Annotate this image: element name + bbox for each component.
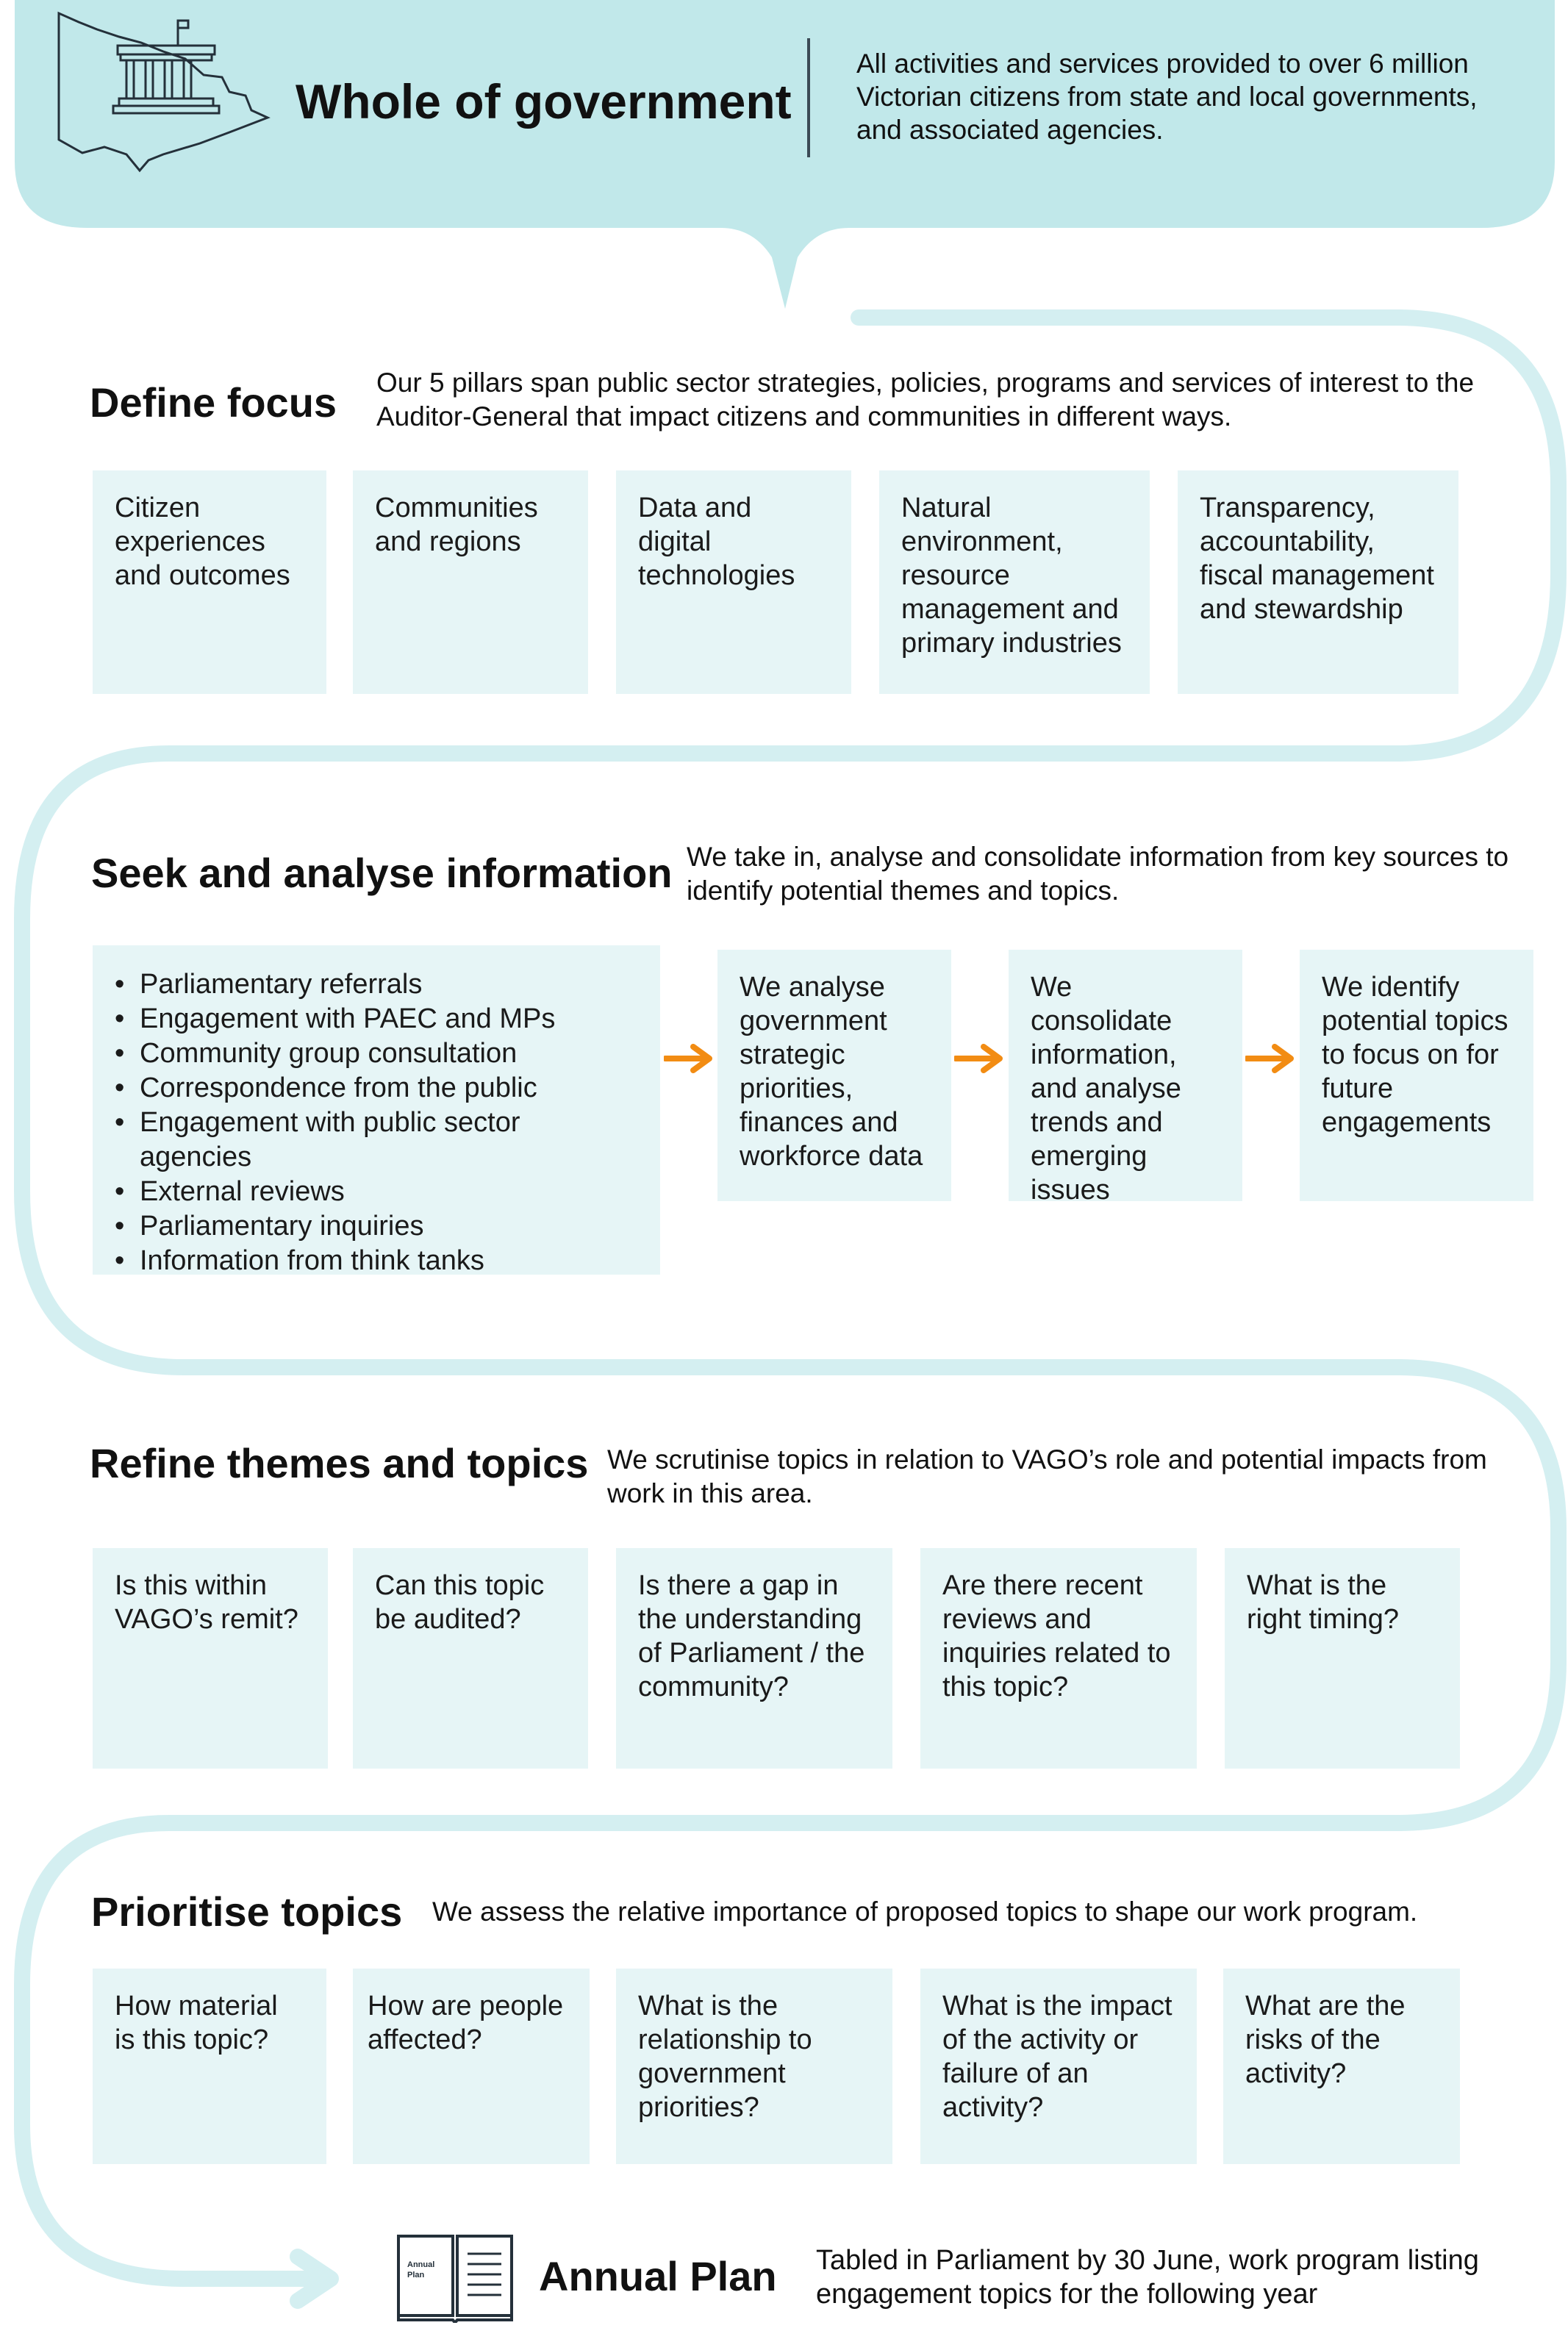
define-focus-title: Define focus [90, 379, 337, 426]
pillar-box: Data and digital technologies [616, 470, 851, 694]
sources-box: Parliamentary referrals Engagement with … [93, 945, 660, 1278]
refine-title: Refine themes and topics [90, 1440, 589, 1486]
prioritise-question-box: How material is this topic? [93, 1969, 326, 2164]
arrow-right-icon [1245, 1044, 1294, 1073]
annual-plan-description: Tabled in Parliament by 30 June, work pr… [816, 2245, 1479, 2310]
pillar-box: Natural environment, resource management… [879, 470, 1150, 694]
annual-plan-title: Annual Plan [539, 2253, 777, 2299]
source-item: Information from think tanks [115, 1244, 638, 1278]
refine-question-box: What is the right timing? [1225, 1548, 1460, 1769]
define-focus-description: Our 5 pillars span public sector strateg… [376, 368, 1475, 431]
source-item: Engagement with PAEC and MPs [115, 1002, 638, 1036]
header-divider [807, 38, 810, 157]
source-item: Engagement with public sector agencies [115, 1106, 638, 1175]
refine-question-box: Are there recent reviews and inquiries r… [920, 1548, 1197, 1769]
prioritise-title: Prioritise topics [91, 1888, 403, 1935]
pillar-box: Transparency, accountability, fiscal man… [1178, 470, 1458, 694]
refine-description: We scrutinise topics in relation to VAGO… [607, 1444, 1487, 1508]
header-title: Whole of government [296, 74, 792, 129]
analyse-step-box: We analyse government strategic prioriti… [717, 950, 951, 1201]
prioritise-question-box: How are people affected? [353, 1969, 590, 2164]
source-item: Community group consultation [115, 1036, 638, 1071]
source-item: External reviews [115, 1175, 638, 1209]
source-item: Correspondence from the public [115, 1071, 638, 1106]
refine-question-box: Is this within VAGO’s remit? [93, 1548, 328, 1769]
consolidate-step-box: We consolidate information, and analyse … [1009, 950, 1242, 1206]
prioritise-question-box: What are the risks of the activity? [1223, 1969, 1460, 2164]
arrow-right-icon [664, 1044, 712, 1073]
header-description: All activities and services provided to … [856, 49, 1478, 145]
prioritise-question-box: What is the relationship to government p… [616, 1969, 892, 2164]
victoria-parliament-icon [57, 11, 271, 173]
pillar-box: Citizen experiences and outcomes [93, 470, 326, 694]
book-label-line1: Annual [407, 2260, 434, 2269]
prioritise-question-box: What is the impact of the activity or fa… [920, 1969, 1197, 2164]
prioritise-description: We assess the relative importance of pro… [432, 1897, 1418, 1927]
seek-description: We take in, analyse and consolidate info… [687, 842, 1509, 906]
seek-title: Seek and analyse information [91, 850, 673, 896]
refine-question-box: Can this topic be audited? [353, 1548, 588, 1769]
source-item: Parliamentary referrals [115, 967, 638, 1002]
source-item: Parliamentary inquiries [115, 1209, 638, 1244]
refine-question-box: Is there a gap in the understanding of P… [616, 1548, 892, 1769]
identify-step-box: We identify potential topics to focus on… [1300, 950, 1533, 1201]
book-icon: Annual Plan [397, 2235, 513, 2323]
header-banner [15, 0, 1555, 309]
arrow-right-icon [954, 1044, 1003, 1073]
book-label-line2: Plan [407, 2271, 425, 2279]
pillar-box: Communities and regions [353, 470, 588, 694]
